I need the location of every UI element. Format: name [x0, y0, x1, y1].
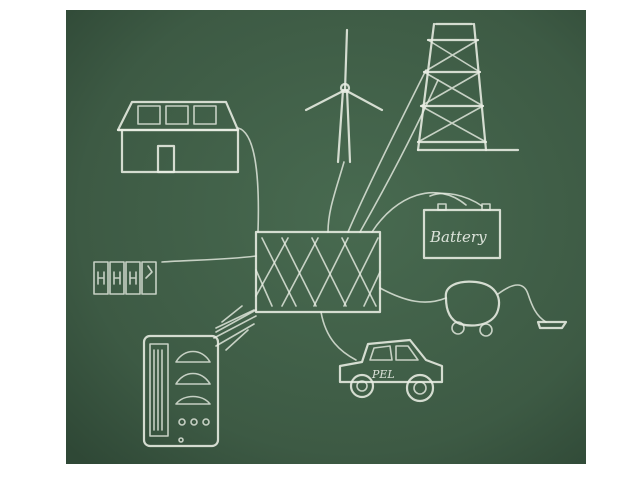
- car-wheel: [405, 373, 435, 403]
- solar-panel: [165, 105, 189, 125]
- appliance: [141, 261, 157, 295]
- tablet-sidebar: [149, 343, 169, 437]
- house-with-solar-panels: [116, 100, 240, 174]
- solar-panel: [193, 105, 217, 125]
- battery-body: [422, 208, 502, 260]
- wireless-signal-lines: [213, 305, 257, 351]
- electric-car: PEL: [338, 338, 444, 403]
- energy-hub: [254, 230, 382, 314]
- tablet-body: [142, 334, 220, 448]
- chalkboard: Battery: [66, 10, 586, 464]
- chalkboard-drawing: Battery: [66, 10, 586, 464]
- battery: Battery: [422, 203, 502, 260]
- car-wheel: [349, 373, 375, 399]
- battery-terminal: [481, 203, 491, 211]
- appliance: [109, 261, 125, 295]
- appliance: [93, 261, 109, 295]
- transmission-tower: [416, 22, 520, 152]
- tablet: [142, 334, 220, 448]
- car-plate-label: PEL: [371, 368, 395, 381]
- wind-turbine: [304, 28, 384, 164]
- appliance: [125, 261, 141, 295]
- tablet-home-button: [178, 437, 184, 443]
- appliances: [93, 261, 157, 295]
- battery-label: Battery: [429, 228, 487, 246]
- house-door: [156, 144, 176, 174]
- solar-panel: [137, 105, 161, 125]
- connection-wires: [161, 69, 483, 361]
- vacuum-cleaner: [444, 280, 568, 337]
- battery-terminal: [437, 203, 447, 211]
